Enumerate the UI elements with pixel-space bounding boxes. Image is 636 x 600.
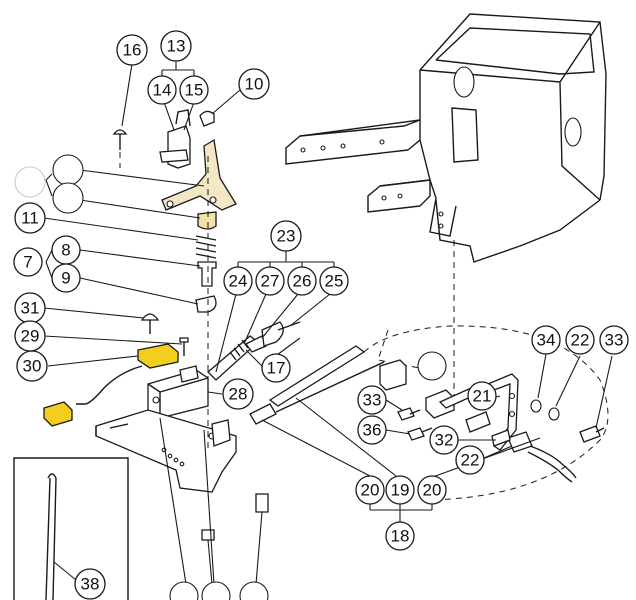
callout-label: 30: [23, 357, 42, 376]
callout-blank: [14, 166, 46, 198]
callout-33: 33: [357, 385, 387, 415]
callout-label: 24: [229, 272, 248, 291]
callouts: 16 13 14 15 10 11 8 7 9 31 29 30 23 24 2…: [13, 30, 629, 600]
callout-24: 24: [223, 266, 253, 296]
callout-label: 29: [21, 327, 40, 346]
callout-label: 32: [435, 431, 454, 450]
callout-36: 36: [357, 415, 387, 445]
callout-29: 29: [14, 320, 46, 352]
callout-label: 27: [261, 272, 280, 291]
rod-assembly: [207, 321, 385, 425]
callout-label: 18: [391, 527, 410, 546]
left-parts: [43, 109, 269, 585]
callout-10: 10: [238, 68, 270, 100]
leader-lines: [43, 60, 613, 581]
callout-30: 30: [16, 350, 48, 382]
callout-label: 23: [277, 227, 296, 246]
callout-label: 34: [537, 331, 556, 350]
callout-20: 20: [355, 475, 385, 505]
callout-partial: [201, 581, 231, 600]
callout-14: 14: [147, 75, 177, 105]
callout-20: 20: [417, 475, 447, 505]
callout-label: 20: [361, 481, 380, 500]
callout-label: 33: [605, 331, 624, 350]
callout-19: 19: [385, 475, 415, 505]
callout-28: 28: [222, 378, 254, 410]
callout-label: 31: [21, 299, 40, 318]
callout-16: 16: [116, 34, 148, 66]
callout-label: 20: [423, 481, 442, 500]
callout-9: 9: [51, 263, 81, 293]
callout-label: 19: [391, 481, 410, 500]
guide-frame: [13, 457, 129, 600]
callout-23: 23: [270, 220, 302, 252]
callout-label: 8: [61, 241, 70, 260]
callout-label: 22: [461, 451, 480, 470]
callout-blank: [52, 182, 84, 214]
callout-blank: [417, 351, 447, 381]
callout-label: 10: [245, 75, 264, 94]
callout-22: 22: [455, 445, 485, 475]
callout-label: 33: [363, 391, 382, 410]
callout-11: 11: [14, 202, 46, 234]
callout-label: 26: [293, 272, 312, 291]
callout-label: 14: [153, 81, 172, 100]
callout-label: 28: [229, 385, 248, 404]
callout-label: 16: [123, 41, 142, 60]
callout-label: 7: [23, 253, 32, 272]
callout-label: 21: [473, 387, 492, 406]
callout-13: 13: [160, 30, 192, 62]
callout-label: 22: [571, 331, 590, 350]
callout-8: 8: [51, 235, 81, 265]
callout-27: 27: [255, 266, 285, 296]
callout-label: 15: [185, 81, 204, 100]
callout-label: 17: [267, 359, 286, 378]
callout-22: 22: [565, 325, 595, 355]
callout-label: 25: [325, 272, 344, 291]
callout-15: 15: [179, 75, 209, 105]
callout-26: 26: [287, 266, 317, 296]
callout-38: 38: [74, 568, 106, 600]
callout-label: 13: [167, 37, 186, 56]
callout-label: 11: [21, 209, 39, 228]
callout-25: 25: [319, 266, 349, 296]
callout-label: 38: [81, 575, 100, 594]
right-assembly: [363, 325, 609, 501]
callout-partial: [239, 581, 269, 600]
callout-blank: [52, 154, 84, 186]
callout-32: 32: [429, 425, 459, 455]
callout-34: 34: [531, 325, 561, 355]
callout-33: 33: [599, 325, 629, 355]
callout-18: 18: [385, 521, 415, 551]
machine-frame: [285, 13, 607, 410]
callout-31: 31: [14, 292, 46, 324]
callout-21: 21: [467, 381, 497, 411]
callout-17: 17: [261, 353, 291, 383]
callout-label: 9: [61, 269, 70, 288]
callout-partial: [169, 581, 199, 600]
callout-label: 36: [363, 421, 382, 440]
callout-7: 7: [13, 247, 43, 277]
